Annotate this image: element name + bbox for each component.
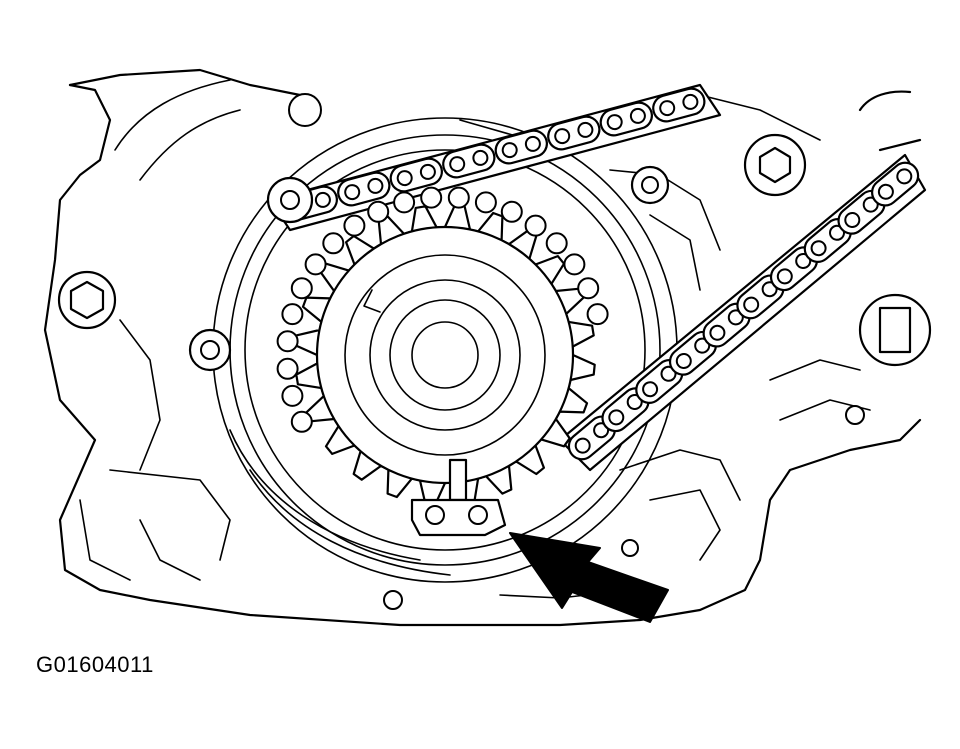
- chain-link: [389, 157, 443, 193]
- timing-chain-upper-run: [268, 83, 722, 232]
- shaft-end-right: [858, 293, 932, 367]
- timing-mark: [410, 498, 507, 537]
- chain-roller: [393, 191, 416, 214]
- chain-roller: [281, 384, 304, 407]
- chain-roller: [367, 200, 390, 223]
- chain-roller: [290, 277, 313, 300]
- chain-link: [337, 171, 391, 207]
- chain-roller: [447, 186, 470, 209]
- chain-roller: [524, 214, 547, 237]
- timing-chain-lower-run: [558, 153, 927, 472]
- mounting-hole: [188, 93, 865, 610]
- chain-roller: [290, 410, 313, 433]
- chain-roller: [563, 253, 586, 276]
- chain-link: [736, 274, 785, 320]
- chain-link: [442, 143, 496, 179]
- chain-roller: [420, 186, 443, 209]
- chain-link: [494, 129, 548, 165]
- chain-link: [871, 161, 920, 207]
- chain-roller: [304, 253, 327, 276]
- timing-chain-sprocket-wrap: [276, 186, 609, 433]
- chain-roller: [586, 303, 609, 326]
- chain-roller: [276, 330, 299, 353]
- bolt-left: [57, 270, 117, 330]
- pointer-arrow: [509, 532, 669, 623]
- chain-link: [652, 87, 706, 123]
- chain-link: [599, 101, 653, 137]
- chain-roller: [281, 303, 304, 326]
- figure-id-label: G01604011: [36, 652, 154, 677]
- bolt-top-right: [743, 133, 807, 197]
- chain-roller: [577, 277, 600, 300]
- chain-roller: [343, 214, 366, 237]
- chain-link: [547, 115, 601, 151]
- chain-link: [567, 415, 616, 461]
- chain-link: [668, 330, 718, 376]
- crankshaft-sprocket: [294, 204, 596, 506]
- chain-roller: [500, 200, 523, 223]
- chain-roller: [322, 232, 345, 255]
- chain-roller: [276, 357, 299, 380]
- chain-roller: [474, 191, 497, 214]
- chain-roller: [545, 232, 568, 255]
